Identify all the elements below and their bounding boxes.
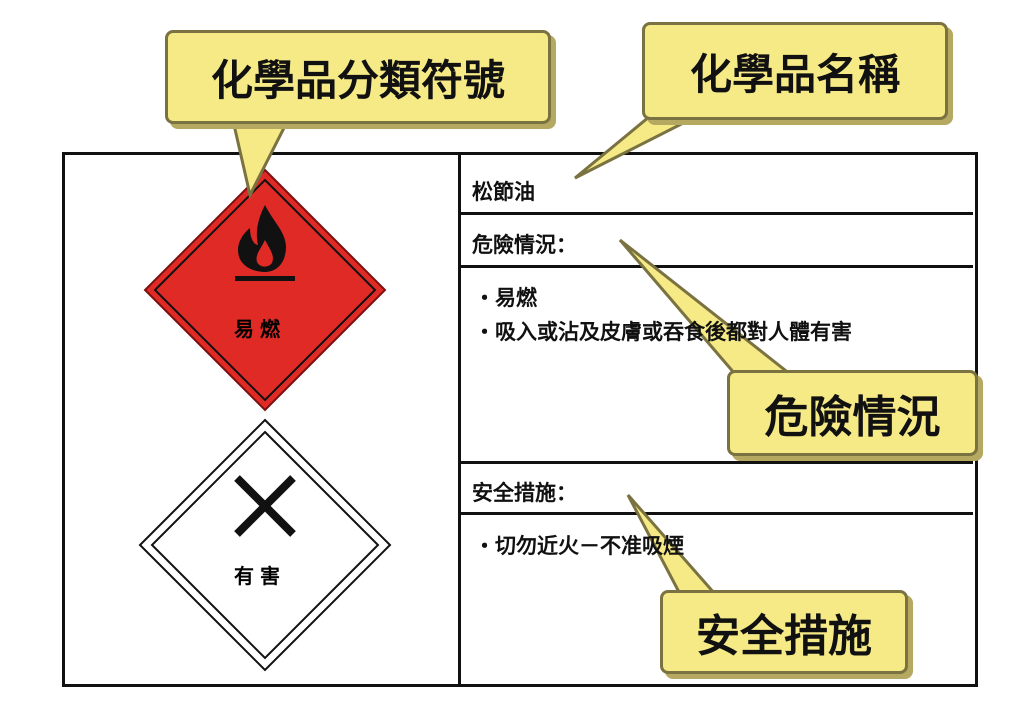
- hazards-heading: 危險情況：: [472, 232, 577, 257]
- hazard-item: ・吸入或沾及皮膚或吞食後都對人體有害: [474, 319, 852, 344]
- harmful-label: 有害: [234, 564, 286, 588]
- safety-item: ・切勿近火－不准吸煙: [474, 533, 684, 558]
- name-callout: 化學品名稱: [642, 22, 948, 120]
- harmful-diamond: [138, 418, 392, 672]
- flame-icon: [235, 205, 295, 281]
- divider-line: [461, 461, 973, 464]
- divider-line: [461, 212, 973, 215]
- safety-heading: 安全措施：: [472, 480, 577, 505]
- callout-tails: [230, 110, 795, 596]
- safety-callout: 安全措施: [660, 590, 908, 674]
- classification-callout: 化學品分類符號: [165, 30, 551, 124]
- hazard-item: ・易燃: [474, 285, 537, 310]
- flammable-label: 易燃: [234, 317, 286, 341]
- flammable-diamond: [143, 168, 387, 412]
- hazards-callout: 危險情況: [727, 370, 978, 456]
- divider-line: [461, 265, 973, 268]
- divider-line: [461, 512, 973, 515]
- chemical-name: 松節油: [472, 179, 535, 204]
- label-divider: [458, 152, 461, 687]
- cross-icon: [234, 475, 296, 537]
